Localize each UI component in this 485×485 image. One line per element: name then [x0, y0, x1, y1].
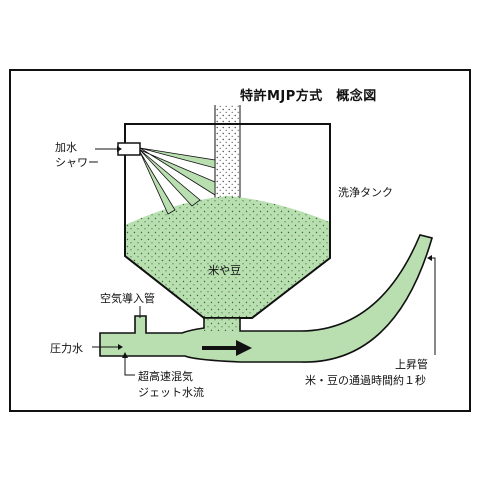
label-pressure-water: 圧力水: [50, 342, 83, 355]
label-jet-line2: ジェット水流: [138, 386, 204, 399]
label-wash-tank: 洗浄タンク: [338, 186, 393, 199]
flow-arrow-head: [236, 340, 252, 356]
grain-feed-column: [215, 105, 240, 198]
label-jet-line1: 超高速混気: [138, 370, 193, 383]
label-riser: 上昇管: [395, 358, 428, 371]
pipe-system-dots: [204, 318, 240, 331]
label-shower-line1: 加水: [55, 141, 77, 154]
leader-jet: [124, 356, 135, 376]
leader-riser-head: [427, 255, 432, 261]
pipe-system: [99, 234, 434, 363]
diagram-title: 特許MJP方式 概念図: [240, 89, 377, 104]
leader-riser: [432, 257, 436, 355]
label-shower-line2: シャワー: [55, 156, 99, 169]
shower-spray: [139, 147, 216, 215]
label-rice-beans: 米や豆: [208, 264, 241, 277]
rice-pile-dots: [125, 196, 330, 318]
leader-pressure-water-head: [118, 344, 123, 350]
label-pass-time: 米・豆の通過時間約１秒: [305, 374, 426, 387]
leader-jet-head: [122, 352, 128, 358]
label-air-pipe: 空気導入管: [100, 292, 155, 305]
leader-shower-head: [117, 146, 122, 152]
wash-tank-outline: [124, 123, 331, 319]
